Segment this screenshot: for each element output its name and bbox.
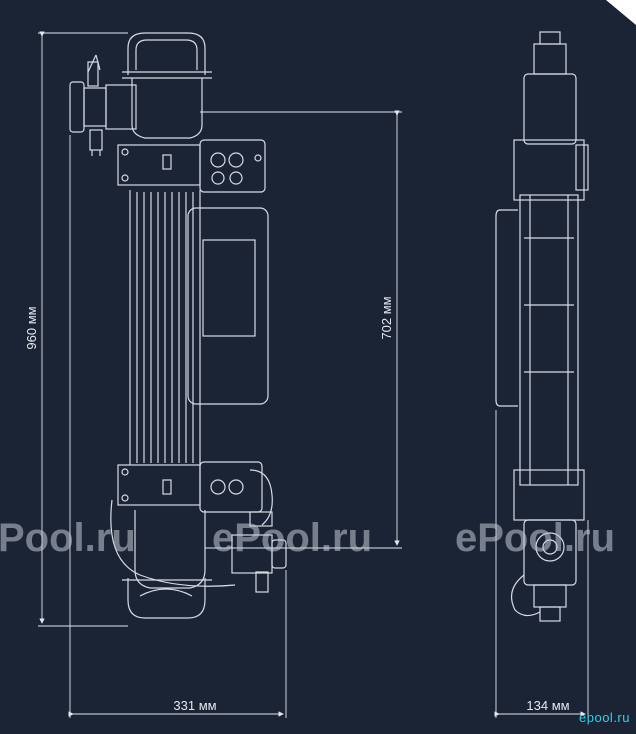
watermark-2: ePool.ru	[212, 516, 372, 560]
side-top-knob	[539, 31, 561, 45]
top-handle	[127, 32, 206, 75]
side-outlet	[535, 532, 565, 562]
upper-clamp	[117, 144, 201, 186]
dim-height-body-label: 702 мм	[379, 296, 394, 339]
dim-height-total-label: 960 мм	[24, 306, 39, 349]
side-upper-clamp	[513, 139, 585, 201]
side-body	[519, 194, 579, 486]
lower-terminal-box	[199, 461, 263, 513]
corner-fold	[606, 0, 636, 25]
dim-width-side-label: 134 мм	[526, 698, 569, 713]
brand-logo: epool.ru	[579, 710, 630, 725]
cable	[110, 499, 236, 587]
dim-width-front-label: 331 мм	[173, 698, 216, 713]
dimension-lines	[38, 31, 589, 718]
lower-clamp	[117, 464, 201, 506]
side-view	[495, 31, 589, 622]
upper-head	[131, 78, 203, 139]
watermark-3: ePool.ru	[455, 516, 615, 560]
side-upper-head	[523, 73, 577, 145]
watermark-1: Pool.ru	[0, 516, 136, 560]
front-view	[69, 32, 287, 619]
inlet-flange	[69, 81, 85, 133]
side-control-panel	[495, 209, 518, 407]
cooling-fins	[129, 190, 201, 465]
upper-terminal-box	[199, 139, 266, 193]
lower-head	[134, 510, 206, 589]
control-panel	[187, 207, 269, 405]
bottom-handle	[127, 578, 206, 619]
side-lower-clamp	[513, 469, 585, 521]
display-screen	[202, 239, 256, 337]
